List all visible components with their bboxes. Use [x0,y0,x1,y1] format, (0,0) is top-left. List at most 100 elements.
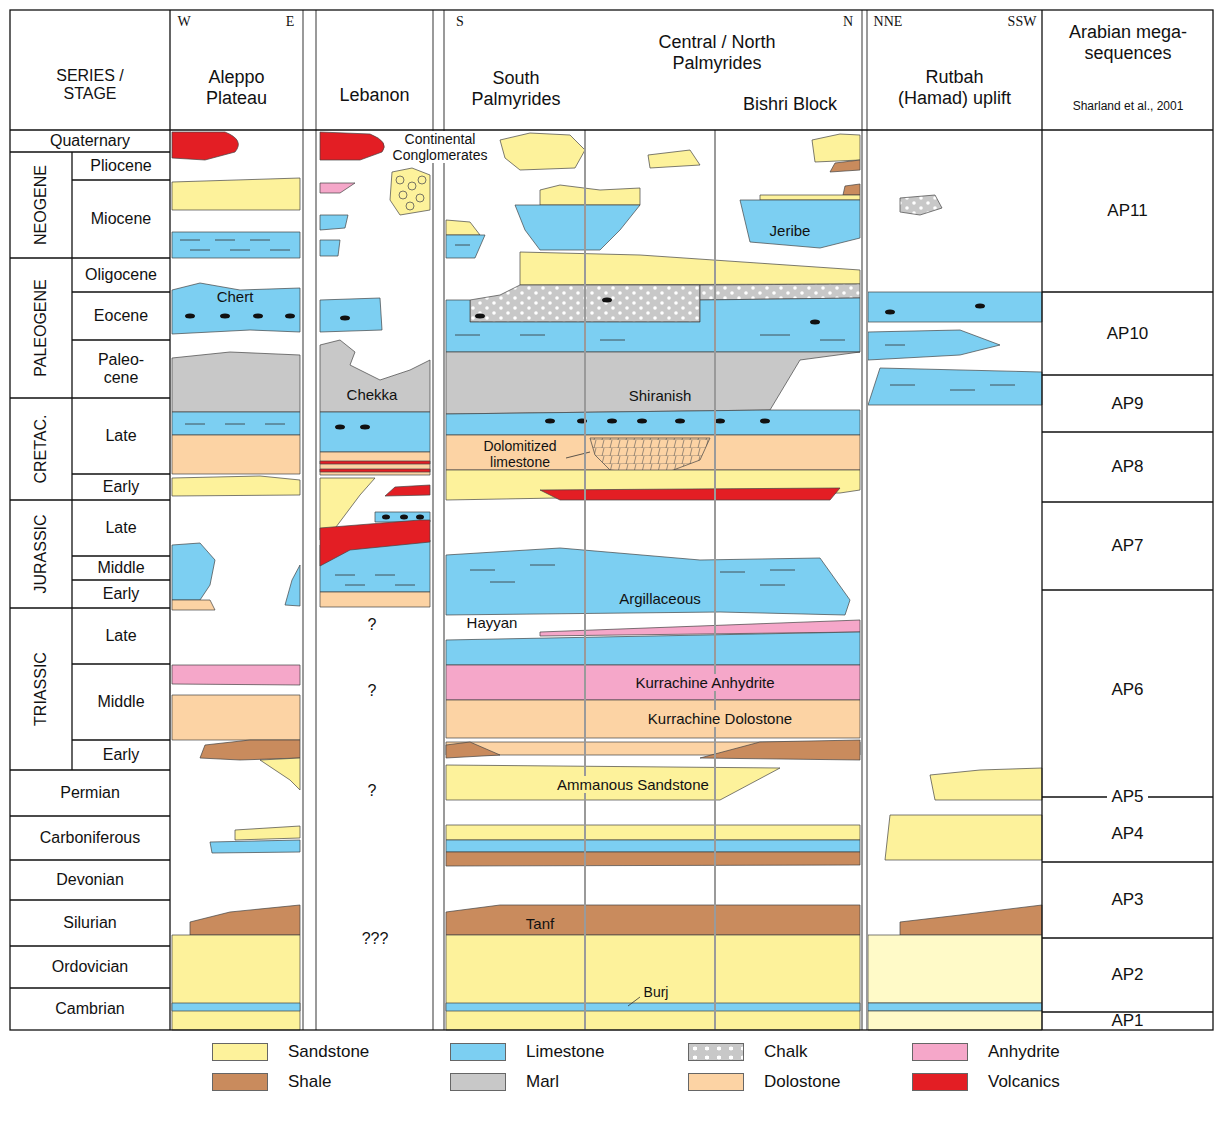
cell-text: CRETAC. [32,414,50,483]
stage-cell: Eocene [72,292,170,340]
cell-text: Bishri Block [725,94,855,115]
unknown-mark: ? [362,682,382,700]
direction-label: S [448,14,472,30]
legend-item: Limestone [450,1043,650,1065]
megasequence-cell: AP3 [1042,862,1213,938]
formation-label: Argillaceous [616,590,704,607]
cell-text: AP9 [1048,394,1208,414]
legend-item: Chalk [688,1043,888,1065]
stage-cell: Permian [10,770,170,816]
legend-text: Limestone [526,1042,604,1062]
cell-text: Early [74,478,168,496]
cell-text: Silurian [15,914,165,932]
legend-text: Chalk [764,1042,807,1062]
cell-text: Lebanon [320,85,430,106]
cell-text: Devonian [15,871,165,889]
direction-label: W [172,14,196,30]
unknown-mark: ??? [355,930,395,948]
cell-text: AP3 [1048,890,1208,910]
cell-text: AP7 [1048,536,1208,556]
megasequence-cell: AP8 [1042,432,1213,502]
formation-label: Burj [636,984,676,1000]
direction-label: NNE [868,14,908,30]
cell-text: Late [74,627,168,645]
cell-text: Permian [15,784,165,802]
megasequence-cell: AP5 [1042,788,1213,806]
column-header: South Palmyrides Central / North Palmyrid… [444,10,862,130]
cell-text: Late [74,427,168,445]
stage-cell: Middle [72,664,170,740]
cell-text: AP1 [1048,1011,1208,1031]
megasequence-cell: AP9 [1042,375,1213,432]
direction-label: SSW [1002,14,1042,30]
cell-text: Early [74,585,168,603]
cell-text: NEOGENE [32,165,50,245]
cell-text: JURASSIC [32,514,50,593]
stage-cell: Miocene [72,180,170,258]
stage-cell: Paleo- cene [72,340,170,398]
cell-text: Central / North Palmyrides [642,32,792,73]
formation-label: Ammanous Sandstone [554,776,712,793]
era-cell: NEOGENE [10,152,72,258]
megasequence-cell: AP6 [1042,590,1213,789]
stage-cell: Cambrian [10,988,170,1030]
formation-label: Tanf [515,915,565,932]
cell-text: AP4 [1048,824,1208,844]
stage-cell: Ordovician [10,946,170,988]
column-header: Lebanon [316,10,433,130]
cell-text: AP6 [1048,680,1208,700]
cell-text: Quaternary [15,132,165,150]
cell-text: AP5 [1107,788,1147,806]
legend-item: Volcanics [912,1073,1112,1095]
legend-item: Anhydrite [912,1043,1112,1065]
column-header: Arabian mega-sequencesSharland et al., 2… [1042,10,1213,130]
cell-text: Oligocene [74,266,168,284]
legend-swatch [688,1043,744,1061]
stage-cell: Early [72,740,170,770]
legend-text: Shale [288,1072,331,1092]
legend-swatch [450,1073,506,1091]
era-cell: TRIASSIC [10,608,72,770]
citation: Sharland et al., 2001 [1048,100,1208,114]
cell-text: AP8 [1048,457,1208,477]
legend-text: Sandstone [288,1042,369,1062]
legend-text: Marl [526,1072,559,1092]
cell-text: South Palmyrides [456,68,576,109]
stage-cell: Pliocene [72,152,170,180]
stage-cell: Middle [72,556,170,580]
megasequence-cell: AP2 [1042,938,1213,1012]
cell-text: AP11 [1048,201,1208,221]
formation-label: Kurrachine Dolostone [645,710,795,727]
cell-text: Middle [74,693,168,711]
formation-label: Shiranish [626,387,695,404]
legend-text: Anhydrite [988,1042,1060,1062]
era-cell: JURASSIC [10,500,72,608]
cell-text: Early [74,746,168,764]
megasequence-cell: AP11 [1042,130,1213,292]
formation-label: Chert [210,288,260,305]
cell-text: AP2 [1048,965,1208,985]
legend-swatch [912,1073,968,1091]
legend-text: Dolostone [764,1072,841,1092]
cell-text: Middle [74,559,168,577]
cell-text: Pliocene [74,157,168,175]
cell-text: Paleo- cene [93,351,149,388]
unknown-mark: ? [362,782,382,800]
cell-text: Late [74,519,168,537]
megasequence-cell: AP10 [1042,292,1213,375]
cell-text: Eocene [74,307,168,325]
cell-text: PALEOGENE [32,279,50,377]
formation-label: Hayyan [462,614,522,631]
legend-item: Marl [450,1073,650,1095]
cell-text: Rutbah (Hamad) uplift [891,67,1018,108]
legend-item: Sandstone [212,1043,412,1065]
megasequence-cell: AP1 [1042,1012,1213,1030]
cell-text: Cambrian [15,1000,165,1018]
stage-cell: Devonian [10,860,170,900]
legend-text: Volcanics [988,1072,1060,1092]
stage-cell: Late [72,500,170,556]
megasequence-cell: AP7 [1042,502,1213,590]
legend-item: Dolostone [688,1073,888,1095]
cell-text: Ordovician [15,958,165,976]
cell-text: TRIASSIC [32,652,50,726]
